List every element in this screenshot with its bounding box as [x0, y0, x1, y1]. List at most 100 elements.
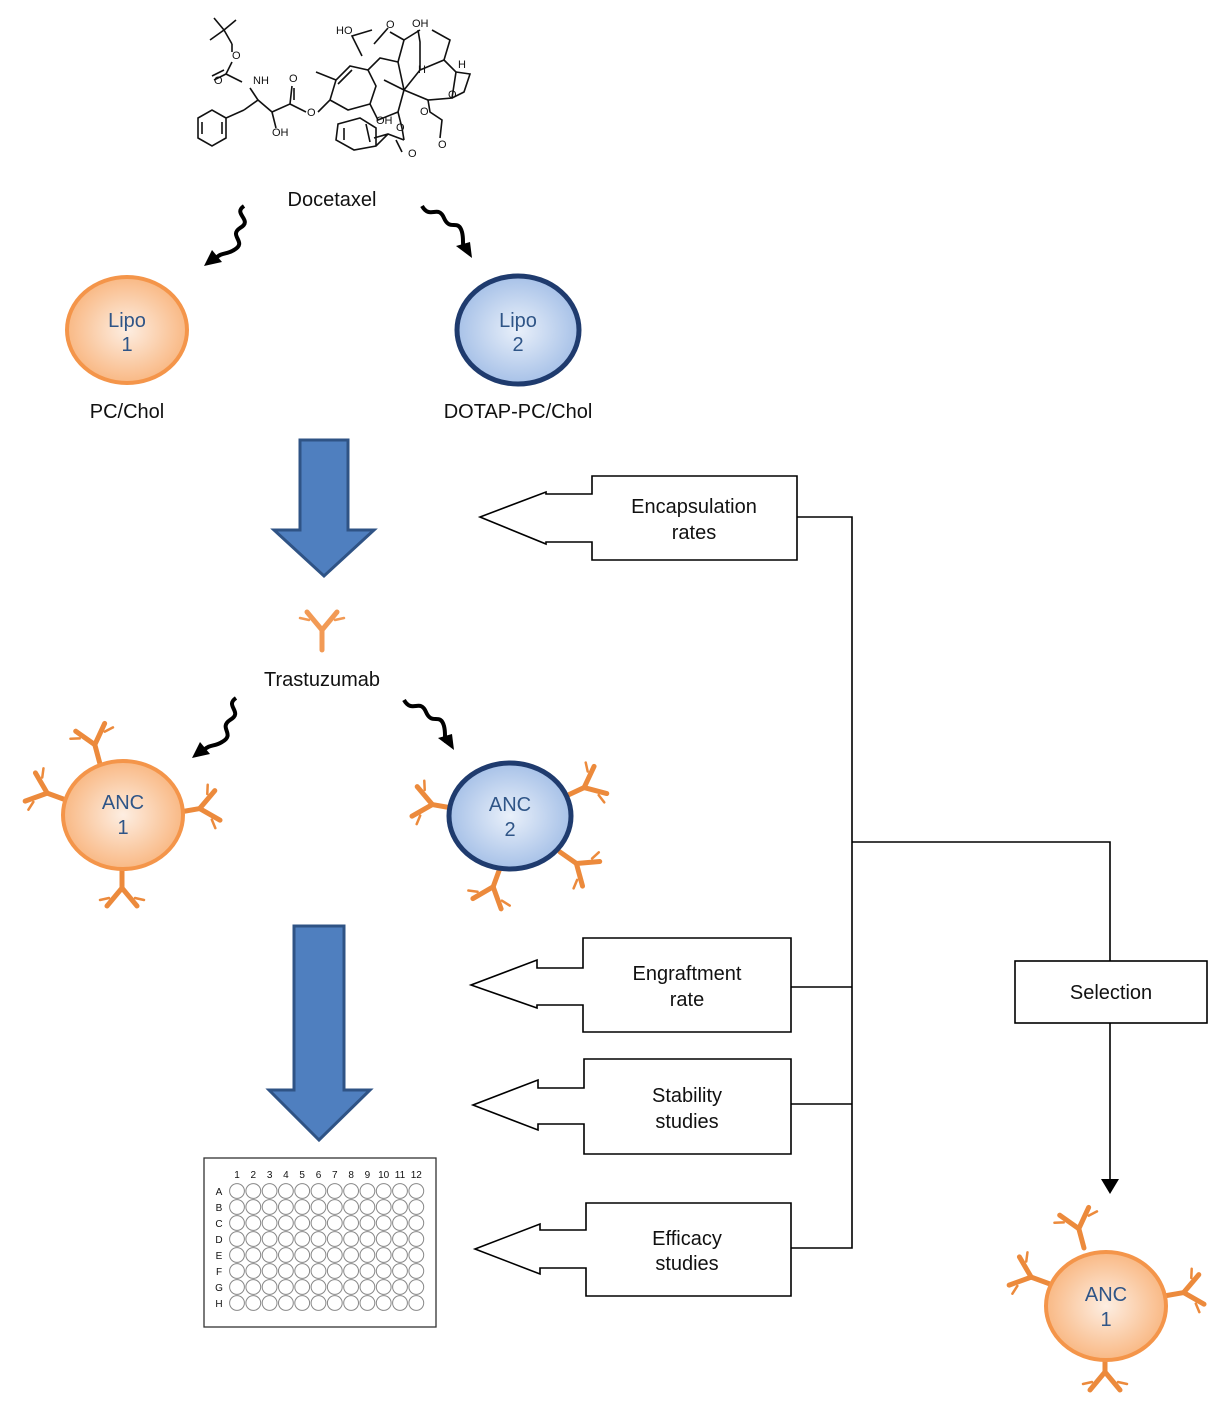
engraftment-label-2: rate — [670, 989, 704, 1011]
plate-well — [343, 1231, 360, 1247]
plate-well — [343, 1279, 360, 1295]
process-arrow-2 — [265, 924, 374, 1143]
anc-1: ANC 1 — [23, 722, 221, 906]
plate-well — [261, 1247, 278, 1263]
lipo-2-label: Lipo — [499, 310, 537, 332]
plate-well — [229, 1263, 245, 1279]
plate-well — [310, 1215, 327, 1231]
plate-column-label: 2 — [251, 1170, 257, 1181]
plate-well — [375, 1183, 392, 1199]
plate-well — [392, 1263, 408, 1279]
plate-well — [408, 1279, 425, 1295]
atom-label: H — [458, 59, 466, 71]
lipo-1: Lipo 1 — [65, 275, 189, 385]
lipo-1-number: 1 — [121, 334, 132, 356]
encapsulation-label-2: rates — [672, 522, 716, 544]
anc-2-label: ANC — [489, 794, 531, 816]
plate-well — [278, 1183, 294, 1199]
plate-well — [392, 1247, 408, 1263]
lipo-2: Lipo 2 — [454, 273, 582, 387]
atom-label: O — [307, 107, 316, 119]
plate-well — [229, 1215, 245, 1231]
plate-well — [245, 1247, 262, 1263]
atom-label: O — [232, 50, 241, 62]
squiggle-arrow-right-1 — [420, 204, 472, 258]
plate-well — [245, 1183, 262, 1199]
squiggle-arrow-left-1 — [204, 204, 247, 266]
plate-column-label: 3 — [267, 1170, 273, 1181]
plate-well — [261, 1263, 278, 1279]
plate-well — [392, 1215, 408, 1231]
plate-well — [343, 1263, 360, 1279]
plate-well — [375, 1263, 392, 1279]
plate-well — [229, 1295, 245, 1311]
plate-column-label: 6 — [316, 1170, 322, 1181]
anc-1-label: ANC — [102, 792, 144, 814]
anc-selected: ANC 1 — [1007, 1206, 1205, 1390]
plate-well — [392, 1199, 408, 1215]
plate-well — [310, 1295, 327, 1311]
plate-well — [392, 1183, 408, 1199]
trastuzumab-icon — [300, 612, 344, 650]
atom-label: O — [214, 75, 223, 87]
anc-2-number: 2 — [504, 819, 515, 841]
plate-well — [326, 1295, 343, 1311]
atom-label: O — [289, 73, 298, 85]
plate-well — [326, 1247, 343, 1263]
plate-well — [408, 1231, 425, 1247]
plate-well — [359, 1247, 376, 1263]
plate-column-label: 8 — [348, 1170, 354, 1181]
plate-well — [261, 1199, 278, 1215]
plate-well — [229, 1231, 245, 1247]
lipo-2-number: 2 — [512, 334, 523, 356]
plate-well — [294, 1183, 311, 1199]
plate-column-label: 12 — [411, 1170, 423, 1181]
stability-label: Stability — [652, 1085, 722, 1107]
plate-row-label: A — [216, 1187, 223, 1198]
selection-arrowhead — [1101, 1179, 1119, 1194]
docetaxel-atom-labels: HO O OH NH O O H H O O O OH OH O O O O — [214, 18, 466, 160]
plate-well — [326, 1263, 343, 1279]
plate-well — [261, 1295, 278, 1311]
plate-well — [245, 1263, 262, 1279]
plate-well — [294, 1247, 311, 1263]
plate-well — [261, 1215, 278, 1231]
plate-well — [359, 1215, 376, 1231]
plate-well — [326, 1199, 343, 1215]
plate-well — [343, 1295, 360, 1311]
plate-row-label: H — [215, 1299, 222, 1310]
plate-well — [326, 1183, 343, 1199]
plate-row-label: G — [215, 1283, 223, 1294]
plate-column-label: 7 — [332, 1170, 338, 1181]
plate-well — [392, 1295, 408, 1311]
plate-well — [229, 1183, 245, 1199]
docetaxel-label: Docetaxel — [288, 189, 377, 211]
plate-well — [229, 1247, 245, 1263]
plate-well — [245, 1199, 262, 1215]
plate-well — [408, 1295, 425, 1311]
plate-well — [326, 1215, 343, 1231]
plate-well — [408, 1247, 425, 1263]
plate-well — [278, 1263, 294, 1279]
plate-well — [359, 1199, 376, 1215]
plate-well — [278, 1279, 294, 1295]
plate-well — [359, 1231, 376, 1247]
squiggle-arrow-right-2 — [402, 698, 454, 750]
anc-2: ANC 2 — [411, 760, 610, 911]
plate-well — [278, 1295, 294, 1311]
plate-well — [278, 1247, 294, 1263]
plate-well — [278, 1231, 294, 1247]
plate-well — [408, 1199, 425, 1215]
plate-well — [359, 1183, 376, 1199]
plate-well — [229, 1199, 245, 1215]
plate-well — [343, 1199, 360, 1215]
plate-well — [261, 1231, 278, 1247]
plate-row-label: F — [216, 1267, 222, 1278]
plate-well — [261, 1279, 278, 1295]
lipo-1-label: Lipo — [108, 310, 146, 332]
atom-label: O — [420, 106, 429, 118]
plate-well — [375, 1231, 392, 1247]
plate-well — [343, 1247, 360, 1263]
